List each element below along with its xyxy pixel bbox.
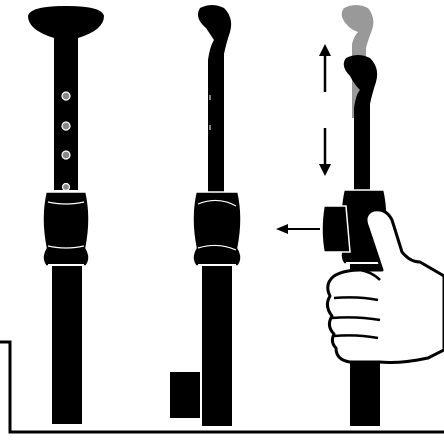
finger-line	[331, 316, 381, 322]
floor-outline	[0, 340, 444, 434]
adjustment-hole-icon	[61, 91, 71, 101]
finger-line	[359, 268, 381, 281]
palm-grip-icon	[198, 5, 232, 192]
open-collar-icon	[321, 205, 351, 253]
lower-shaft	[202, 266, 232, 426]
finger-line	[333, 334, 379, 340]
adjustment-hole-icon	[61, 182, 71, 192]
palm-grip-icon	[343, 55, 378, 190]
blade-stub-icon	[170, 372, 200, 418]
collar-seam	[197, 199, 237, 207]
collar-seam	[47, 201, 85, 205]
down-arrow-icon	[319, 128, 331, 176]
front-view-paddle	[28, 6, 104, 424]
adjustment-hole-icon	[61, 150, 71, 160]
collar-seam	[197, 244, 237, 251]
upper-shaft	[54, 30, 78, 190]
lower-shaft	[52, 266, 82, 424]
left-arrow-icon	[276, 224, 320, 234]
adjust-view-paddle	[276, 5, 444, 426]
adjustment-hole-icon	[61, 121, 71, 131]
collar-clamp-icon	[42, 191, 90, 267]
collar-seam	[47, 245, 85, 249]
up-arrow-icon	[319, 44, 331, 92]
thumb-hand-icon	[325, 208, 444, 364]
finger-line	[333, 296, 379, 302]
side-view-paddle	[170, 5, 242, 426]
t-grip-icon	[28, 6, 104, 38]
